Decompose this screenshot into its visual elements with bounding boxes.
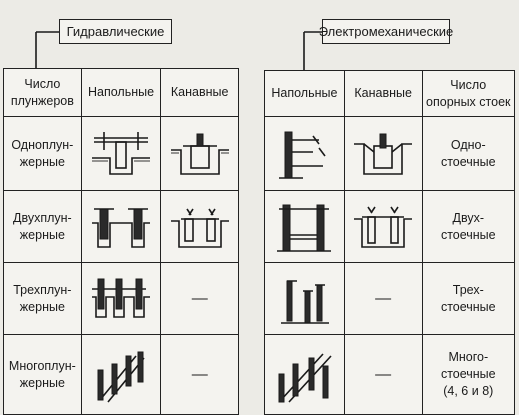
header-floor: Напольные [80,68,162,117]
single-post-pit-cell [343,116,423,191]
single-plunger-floor-diagram [92,131,151,175]
double-plunger-floor-diagram [92,207,151,248]
single-post-floor-diagram [279,131,327,179]
row-label-single-plunger: Одноплун- жерные [3,116,82,191]
no-variant-dash: — [375,365,392,383]
single-plunger-pit-cell [160,116,239,191]
triple-plunger-floor-cell [80,262,162,335]
multi-post-floor-diagram [278,352,332,403]
multi-plunger-pit-cell: — [160,334,239,415]
row-label-three-post: Трех- стоечные [421,262,516,335]
no-variant-dash: — [375,289,392,307]
row-label-single-post: Одно- стоечные [421,116,516,191]
row-label-multi-plunger: Многоплун- жерные [3,334,82,415]
double-plunger-pit-cell [160,190,239,263]
row-label-double-plunger: Двухплун- жерные [3,190,82,263]
single-plunger-floor-cell [80,116,162,191]
three-post-floor-cell [264,262,345,335]
multi-plunger-floor-diagram [97,351,145,403]
double-plunger-pit-diagram [170,208,229,248]
two-post-floor-cell [264,190,345,263]
header-plunger-count: Число плунжеров [3,68,82,117]
double-plunger-floor-cell [80,190,162,263]
group-electro-label: Электромеханические [319,19,453,44]
group-hydraulic-label: Гидравлические [59,19,172,44]
triple-plunger-pit-cell: — [160,262,239,335]
triple-plunger-floor-diagram [92,278,151,318]
header-post-count: Число опорных стоек [421,70,516,117]
no-variant-dash: — [191,289,208,307]
multi-plunger-floor-cell [80,334,162,415]
electromechanical-table: Напольные Канавные Число опорных стоек [264,70,516,415]
row-label-multi-post: Много- стоечные (4, 6 и 8) [421,334,516,415]
no-variant-dash: — [191,365,208,383]
three-post-pit-cell: — [343,262,423,335]
two-post-pit-diagram [354,206,413,248]
single-post-floor-cell [264,116,345,191]
hydraulic-table: Число плунжеров Напольные Канавные Одноп… [3,68,239,415]
two-post-pit-cell [343,190,423,263]
row-label-two-post: Двух- стоечные [421,190,516,263]
three-post-floor-diagram [281,279,330,324]
multi-post-floor-cell [264,334,345,415]
header-pit: Канавные [160,68,239,117]
two-post-floor-diagram [277,204,332,252]
single-post-pit-diagram [354,133,413,175]
multi-post-pit-cell: — [343,334,423,415]
single-plunger-pit-diagram [170,133,229,175]
row-label-triple-plunger: Трехплун- жерные [3,262,82,335]
header-pit: Канавные [343,70,423,117]
header-floor: Напольные [264,70,345,117]
